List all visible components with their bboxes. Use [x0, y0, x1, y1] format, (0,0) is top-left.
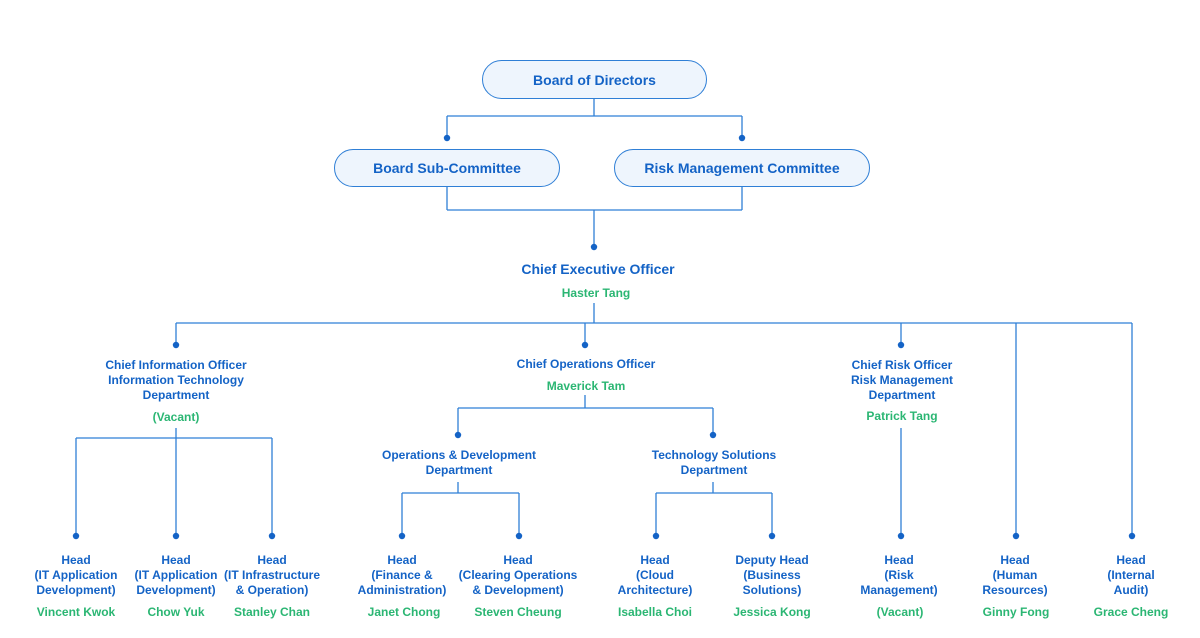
ops-dev-department-title: Operations & Development Department	[382, 448, 536, 478]
risk-management-committee-label: Risk Management Committee	[644, 160, 840, 176]
head-title-line: (Risk	[884, 568, 914, 582]
head-title-line: (IT Infrastructure	[223, 568, 321, 582]
head-title-line: Resources)	[982, 583, 1048, 597]
head-title-line: Head	[1116, 553, 1146, 567]
head-name: Jessica Kong	[733, 605, 811, 619]
head-title: Deputy Head (Business Solutions)	[735, 553, 808, 598]
head-title-line: (Cloud	[636, 568, 674, 582]
head-title-line: Development)	[136, 583, 216, 597]
head-title-line: Head	[884, 553, 914, 567]
head-name: Isabella Choi	[617, 605, 693, 619]
cio-name: (Vacant)	[152, 410, 200, 424]
head-name: Grace Cheng	[1093, 605, 1169, 619]
cro-title: Chief Risk Officer Risk Management Depar…	[851, 358, 953, 403]
head-title-line: Architecture)	[617, 583, 693, 597]
head-title: Head (Human Resources)	[982, 553, 1047, 598]
head-title-line: (Internal	[1107, 568, 1155, 582]
head-title: Head (IT Infrastructure & Operation)	[224, 553, 320, 598]
head-name: Steven Cheung	[474, 605, 562, 619]
ceo-title: Chief Executive Officer	[521, 261, 675, 277]
cio-title: Chief Information Officer Information Te…	[105, 358, 246, 403]
head-name: Vincent Kwok	[36, 605, 116, 619]
board-of-directors-label: Board of Directors	[533, 71, 656, 88]
head-title-line: Head	[61, 553, 91, 567]
head-title: Head (IT Application Development)	[35, 553, 118, 598]
head-title-line: Deputy Head	[735, 553, 809, 567]
head-title: Head (Cloud Architecture)	[618, 553, 693, 598]
head-title-line: (Business	[743, 568, 801, 582]
ceo-name: Haster Tang	[561, 286, 631, 300]
head-title: Head (Internal Audit)	[1107, 553, 1154, 598]
head-title-line: (Clearing Operations	[458, 568, 578, 582]
head-title-line: (Finance &	[371, 568, 433, 582]
cro-title-line: Risk Management	[850, 373, 954, 387]
head-title-line: & Operation)	[235, 583, 309, 597]
head-name: Chow Yuk	[147, 605, 205, 619]
cio-title-line: Chief Information Officer	[105, 358, 247, 372]
head-title-line: & Development)	[472, 583, 564, 597]
head-title-line: Audit)	[1113, 583, 1149, 597]
head-title: Head (Finance & Administration)	[358, 553, 447, 598]
head-name: (Vacant)	[876, 605, 924, 619]
head-title-line: Solutions)	[742, 583, 802, 597]
head-title-line: Head	[257, 553, 287, 567]
cio-title-line: Department	[142, 388, 210, 402]
tech-solutions-department-title: Technology Solutions Department	[652, 448, 776, 478]
head-title: Head (IT Application Development)	[135, 553, 218, 598]
head-title-line: Head	[161, 553, 191, 567]
head-title-line: (IT Application	[134, 568, 218, 582]
coo-title: Chief Operations Officer	[516, 357, 656, 371]
cio-title-line: Information Technology	[108, 373, 244, 387]
head-title-line: Head	[1000, 553, 1030, 567]
risk-management-committee-box: Risk Management Committee	[614, 149, 870, 187]
cro-title-line: Chief Risk Officer	[851, 358, 953, 372]
coo-name: Maverick Tam	[546, 379, 626, 393]
tech-sol-title-line: Department	[680, 463, 748, 477]
head-title: Head (Clearing Operations & Development)	[459, 553, 578, 598]
head-title-line: (Human	[992, 568, 1038, 582]
head-name: Stanley Chan	[233, 605, 311, 619]
tech-sol-title-line: Technology Solutions	[651, 448, 777, 462]
head-title-line: Development)	[36, 583, 116, 597]
ops-dev-title-line: Department	[425, 463, 493, 477]
ops-dev-title-line: Operations & Development	[381, 448, 537, 462]
cro-name: Patrick Tang	[866, 409, 938, 423]
head-title-line: Head	[640, 553, 670, 567]
head-title-line: Management)	[860, 583, 938, 597]
head-title-line: Head	[503, 553, 533, 567]
head-title-line: Head	[387, 553, 417, 567]
head-name: Janet Chong	[367, 605, 441, 619]
head-title: Head (Risk Management)	[860, 553, 937, 598]
board-sub-committee-label: Board Sub-Committee	[373, 160, 521, 176]
board-of-directors-box: Board of Directors	[482, 60, 707, 99]
board-sub-committee-box: Board Sub-Committee	[334, 149, 560, 187]
head-title-line: (IT Application	[34, 568, 118, 582]
head-title-line: Administration)	[357, 583, 447, 597]
head-name: Ginny Fong	[982, 605, 1050, 619]
cro-title-line: Department	[868, 388, 936, 402]
